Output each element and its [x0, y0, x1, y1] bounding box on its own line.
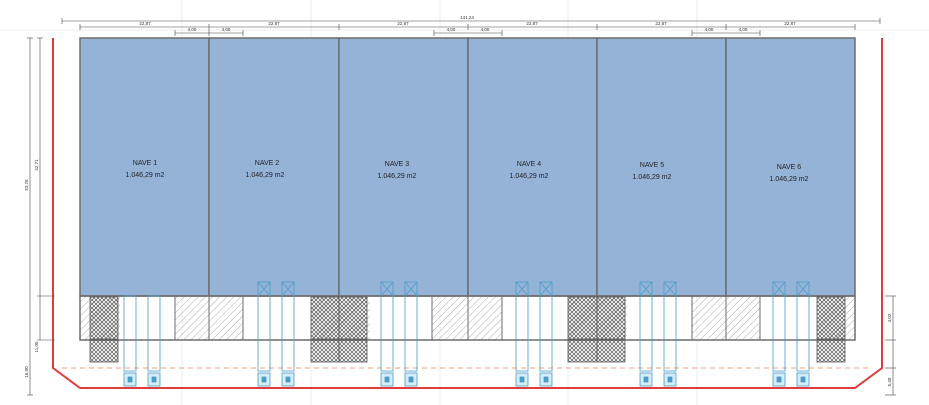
dim-spacing-3b: 4,00 — [739, 27, 748, 32]
dock-lane — [281, 281, 295, 372]
dock-lane — [663, 281, 677, 372]
dim-spacing-1a: 4,00 — [188, 27, 197, 32]
dim-left-total: 53,76 — [24, 179, 29, 191]
service-block — [816, 296, 846, 340]
dock-lane — [257, 281, 271, 372]
top-dimensions — [61, 18, 881, 36]
nave-4[interactable] — [467, 37, 598, 297]
dim-left-upper: 42,71 — [34, 159, 39, 171]
dim-spacing-1b: 4,00 — [222, 27, 231, 32]
dock-pair-2 — [257, 281, 295, 387]
left-dimension-labels: 53,76 42,71 11,05 16,00 — [24, 159, 39, 378]
nave-5[interactable] — [596, 37, 727, 297]
top-dimension-labels: 141,24 22,87 22,87 22,87 22,87 22,87 22,… — [139, 15, 796, 32]
nave-3-area: 1.046,29 m2 — [378, 173, 417, 180]
nave-4-area: 1.046,29 m2 — [510, 173, 549, 180]
nave-1-area: 1.046,29 m2 — [126, 172, 165, 179]
dim-nave-3-width: 22,87 — [397, 21, 409, 26]
service-block — [596, 296, 626, 340]
right-dimension-labels: 4,02 5,40 — [887, 313, 892, 386]
dim-nave-4-width: 22,87 — [526, 21, 538, 26]
dock-pair-1 — [123, 295, 161, 387]
nave-2-area: 1.046,29 m2 — [246, 172, 285, 179]
dock-pair-6 — [772, 281, 810, 387]
nave-1-name: NAVE 1 — [133, 160, 157, 167]
nave-2[interactable] — [208, 37, 340, 297]
nave-2-name: NAVE 2 — [255, 160, 279, 167]
dim-nave-5-width: 22,87 — [655, 21, 667, 26]
service-block — [310, 296, 340, 340]
service-block — [89, 296, 119, 340]
dock-pair-3 — [380, 281, 418, 387]
nave-5-area: 1.046,29 m2 — [633, 174, 672, 181]
dim-nave-6-width: 22,87 — [784, 21, 796, 26]
dim-nave-1-width: 22,87 — [139, 21, 151, 26]
dock-lane — [380, 281, 394, 372]
service-block — [338, 296, 368, 340]
service-block-lower — [596, 339, 626, 363]
service-block — [567, 296, 598, 340]
dock-lane — [539, 281, 553, 372]
dim-spacing-2b: 4,00 — [481, 27, 490, 32]
dock-lane — [515, 281, 529, 372]
nave-5-name: NAVE 5 — [640, 162, 664, 169]
dock-lane — [404, 281, 418, 372]
dock-lane — [123, 295, 137, 372]
nave-1[interactable] — [79, 37, 210, 297]
loading-band — [79, 295, 856, 363]
naves — [79, 37, 856, 297]
service-block-lower — [567, 339, 598, 363]
dock-pair-5 — [639, 281, 677, 387]
dock-lane — [147, 295, 161, 372]
dim-nave-2-width: 22,87 — [268, 21, 280, 26]
dim-left-bottom: 16,00 — [24, 366, 29, 378]
right-dimensions — [885, 295, 896, 396]
service-block-lower — [310, 339, 340, 363]
service-block-lower — [816, 339, 846, 363]
dim-total-width: 141,24 — [460, 15, 474, 20]
nave-3[interactable] — [338, 37, 469, 297]
dock-pair-4 — [515, 281, 553, 387]
dock-lane — [772, 281, 786, 372]
dim-right-bottom: 5,40 — [887, 377, 892, 386]
dim-right-band: 4,02 — [887, 313, 892, 322]
site-boundary — [52, 38, 883, 389]
left-dimensions — [27, 37, 55, 396]
dim-spacing-2a: 4,00 — [447, 27, 456, 32]
loading-docks — [123, 281, 810, 387]
nave-6-name: NAVE 6 — [777, 164, 801, 171]
dock-lane — [796, 281, 810, 372]
nave-3-name: NAVE 3 — [385, 161, 409, 168]
nave-6[interactable] — [725, 37, 856, 297]
dim-left-lower: 11,05 — [34, 341, 39, 352]
dim-spacing-3a: 4,00 — [705, 27, 714, 32]
dock-lane — [639, 281, 653, 372]
service-block-lower — [338, 339, 368, 363]
nave-6-area: 1.046,29 m2 — [770, 176, 809, 183]
nave-labels: NAVE 1 1.046,29 m2 NAVE 2 1.046,29 m2 NA… — [126, 160, 809, 183]
service-block-lower — [89, 339, 119, 363]
nave-4-name: NAVE 4 — [517, 161, 541, 168]
